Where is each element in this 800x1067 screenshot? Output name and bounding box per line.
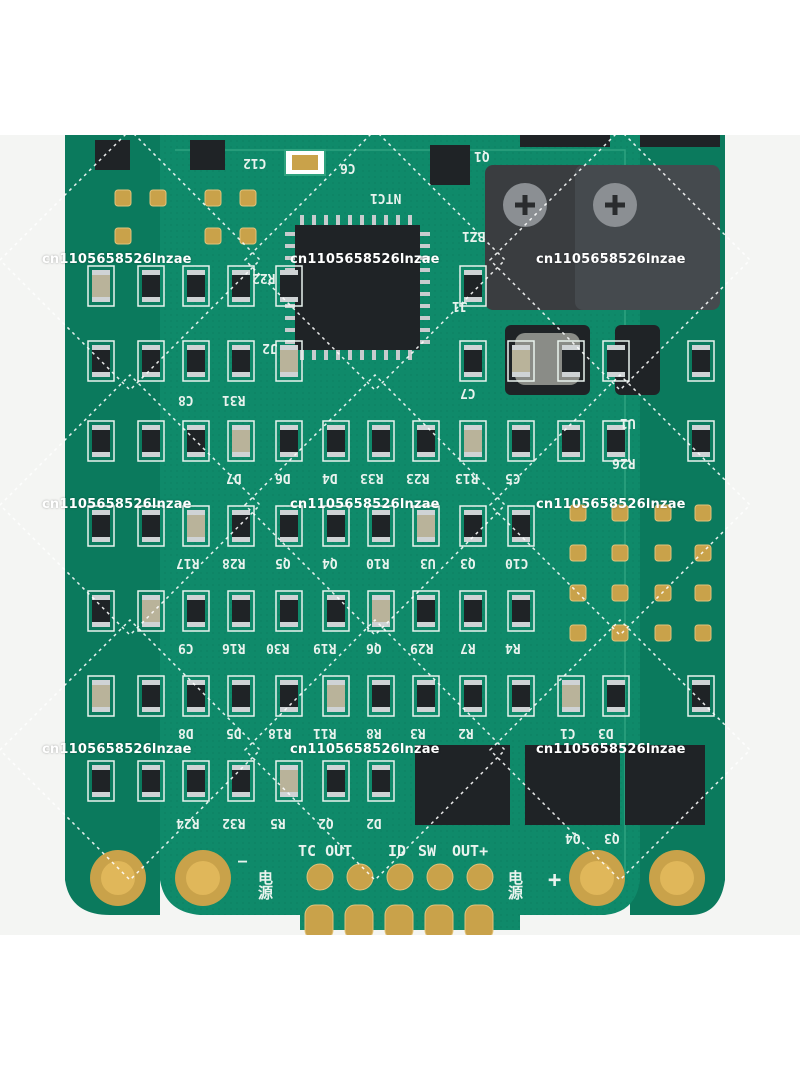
label-d7: D7 bbox=[226, 470, 242, 485]
connector-pads bbox=[304, 863, 494, 941]
label-r26: R26 bbox=[612, 455, 636, 470]
label-d5: D5 bbox=[226, 725, 242, 740]
label-r2: R2 bbox=[458, 725, 474, 740]
label-j1: J1 bbox=[452, 298, 468, 313]
pcb-board-back bbox=[65, 135, 160, 915]
label-r23: R23 bbox=[406, 470, 430, 485]
connector-label-out-plus: OUT+ bbox=[452, 842, 489, 860]
label-r30: R30 bbox=[266, 640, 290, 655]
connector-label-tc-out: TC OUT bbox=[298, 842, 353, 860]
watermark-text: cn1105658526lnzae bbox=[290, 497, 440, 512]
label-bz1: BZ1 bbox=[462, 228, 486, 243]
label-q4: Q4 bbox=[565, 830, 581, 845]
buzzer-bz1 bbox=[485, 165, 720, 310]
label-r29: R29 bbox=[410, 640, 434, 655]
label-c10: C10 bbox=[505, 555, 529, 570]
label-q2: Q2 bbox=[318, 815, 334, 830]
top-components bbox=[95, 135, 720, 185]
label-r7: R7 bbox=[460, 640, 476, 655]
watermark-text: cn1105658526lnzae bbox=[536, 252, 686, 267]
label-d8: D8 bbox=[178, 725, 194, 740]
label-r33: R33 bbox=[360, 470, 384, 485]
plus-label: + bbox=[548, 868, 562, 893]
power-label-right: 电源 bbox=[506, 870, 524, 900]
label-q3b: Q3 bbox=[460, 555, 476, 570]
label-d6: D6 bbox=[275, 470, 291, 485]
label-u3: U3 bbox=[420, 555, 436, 570]
label-ntc1: NTC1 bbox=[370, 190, 402, 205]
label-c9: C9 bbox=[178, 640, 194, 655]
pcb-board-back-right bbox=[480, 135, 725, 915]
label-c1: C1 bbox=[560, 725, 576, 740]
power-label-left: 电源 bbox=[256, 870, 274, 900]
power-mosfets bbox=[415, 745, 705, 825]
label-c12: C12 bbox=[243, 155, 267, 170]
label-r24: R24 bbox=[176, 815, 200, 830]
gold-pad-grid bbox=[569, 504, 712, 642]
label-r10: R10 bbox=[366, 555, 390, 570]
label-r19: R19 bbox=[313, 640, 337, 655]
minus-label: — bbox=[238, 852, 248, 870]
label-r4: R4 bbox=[505, 640, 521, 655]
label-c6: C6 bbox=[340, 160, 356, 175]
mcu-chip bbox=[285, 215, 430, 360]
label-d3: D3 bbox=[598, 725, 614, 740]
label-r18: R18 bbox=[268, 725, 292, 740]
watermark-text: cn1105658526lnzae bbox=[536, 497, 686, 512]
label-u1: U1 bbox=[620, 415, 636, 430]
label-d2: D2 bbox=[366, 815, 382, 830]
label-d4: D4 bbox=[322, 470, 338, 485]
connector-label-id: ID bbox=[388, 842, 407, 860]
label-q5: Q5 bbox=[275, 555, 291, 570]
bottom-backdrop bbox=[0, 935, 800, 1067]
connector-label-sw: SW bbox=[418, 842, 437, 860]
label-r8: R8 bbox=[366, 725, 382, 740]
label-r31: R31 bbox=[222, 392, 246, 407]
label-q3: Q3 bbox=[604, 830, 620, 845]
label-c7: C7 bbox=[460, 385, 476, 400]
watermark-text: cn1105658526lnzae bbox=[536, 742, 686, 757]
label-q1: Q1 bbox=[474, 148, 490, 163]
watermark-text: cn1105658526lnzae bbox=[290, 742, 440, 757]
label-c8: C8 bbox=[178, 392, 194, 407]
label-r17: R17 bbox=[176, 555, 200, 570]
label-j2: J2 bbox=[262, 340, 278, 355]
smd-passives bbox=[87, 265, 715, 802]
label-q4b: Q4 bbox=[322, 555, 338, 570]
label-r32: R32 bbox=[222, 815, 246, 830]
label-r22: R22 bbox=[252, 270, 276, 285]
label-r28: R28 bbox=[222, 555, 246, 570]
gold-vias bbox=[114, 189, 257, 245]
label-r3: R3 bbox=[410, 725, 426, 740]
watermark-text: cn1105658526lnzae bbox=[290, 252, 440, 267]
label-c5: C5 bbox=[505, 470, 521, 485]
label-r16: R16 bbox=[222, 640, 246, 655]
label-r13: R13 bbox=[455, 470, 479, 485]
top-backdrop bbox=[0, 0, 800, 135]
label-r11: R11 bbox=[313, 725, 337, 740]
mounting-holes bbox=[90, 850, 705, 906]
watermark-text: cn1105658526lnzae bbox=[42, 497, 192, 512]
watermark-text: cn1105658526lnzae bbox=[42, 742, 192, 757]
label-r5: R5 bbox=[270, 815, 286, 830]
label-q6: Q6 bbox=[366, 640, 382, 655]
watermark-text: cn1105658526lnzae bbox=[42, 252, 192, 267]
